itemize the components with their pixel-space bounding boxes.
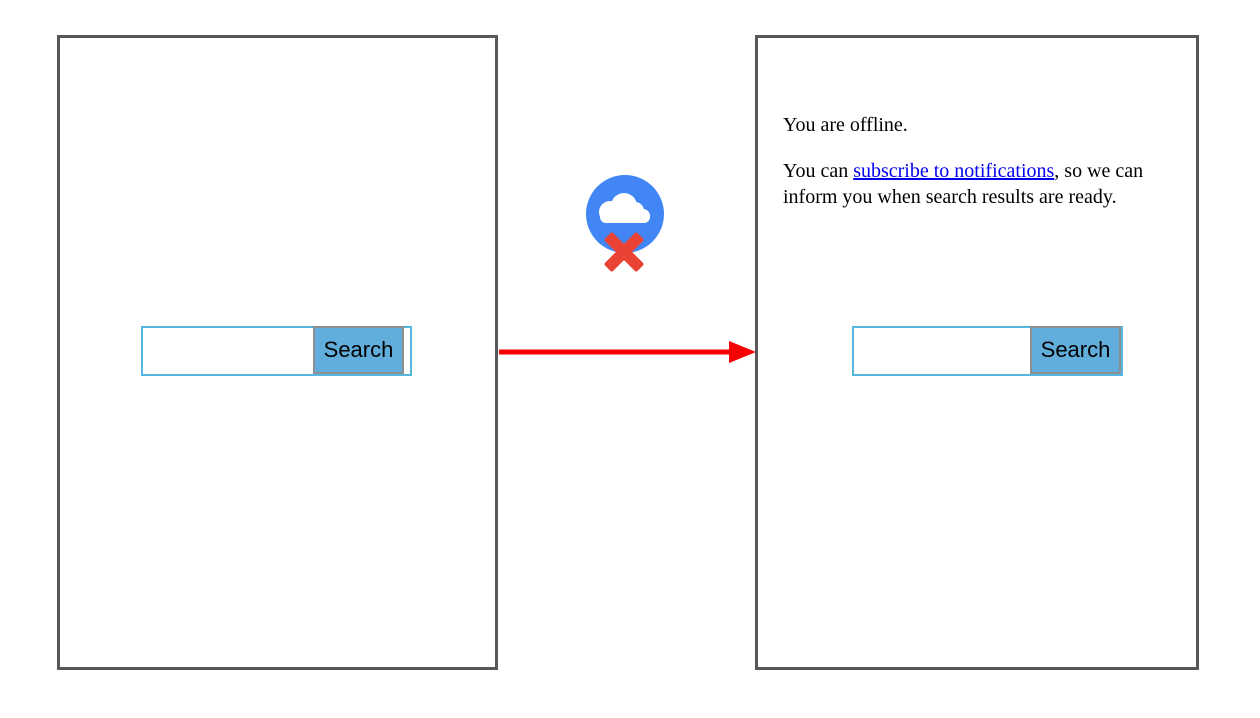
flow-arrow bbox=[499, 341, 756, 363]
browser-screen-offline: You are offline. You can subscribe to no… bbox=[755, 35, 1199, 670]
error-x-icon bbox=[604, 232, 644, 272]
offline-status-text: You are offline. bbox=[783, 114, 908, 136]
offline-message-block: You are offline. You can subscribe to no… bbox=[783, 112, 1182, 230]
notification-offer-text: You can subscribe to notifications, so w… bbox=[783, 158, 1182, 210]
text-after-link: , so we can inform you when search resul… bbox=[783, 160, 1144, 208]
browser-screen-before: Search bbox=[57, 35, 498, 670]
search-button[interactable]: Search bbox=[1030, 326, 1121, 374]
subscribe-notifications-link[interactable]: subscribe to notifications bbox=[853, 160, 1055, 182]
arrow-head bbox=[729, 341, 756, 363]
search-widget: Search bbox=[141, 326, 412, 376]
search-button[interactable]: Search bbox=[313, 326, 404, 374]
text-before-link: You can bbox=[783, 160, 854, 182]
cloud-icon bbox=[599, 193, 650, 223]
search-widget: Search bbox=[852, 326, 1123, 376]
cloud-offline-icon bbox=[586, 175, 664, 272]
